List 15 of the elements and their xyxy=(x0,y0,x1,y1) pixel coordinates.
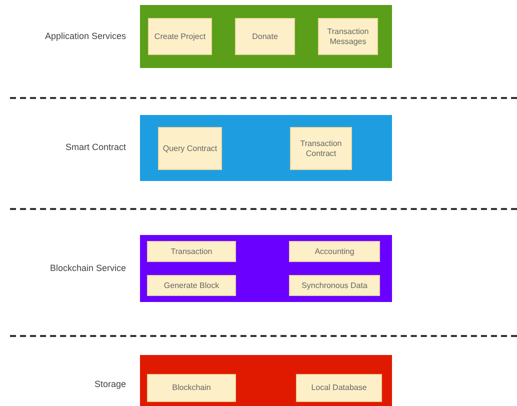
component-box: Accounting xyxy=(289,241,380,262)
component-box: Generate Block xyxy=(147,275,236,296)
layer-label: Smart Contract xyxy=(65,142,126,152)
layer-label: Blockchain Service xyxy=(50,262,126,272)
component-box: Donate xyxy=(235,18,295,55)
layer-label: Application Services xyxy=(44,30,126,40)
component-box: Transaction Messages xyxy=(318,18,378,55)
component-box: Blockchain xyxy=(147,374,236,402)
component-box: Local Database xyxy=(296,374,382,402)
component-box: Create Project xyxy=(148,18,212,55)
component-box: Transaction Contract xyxy=(290,127,352,170)
component-box: Query Contract xyxy=(158,127,222,170)
layer-label: Storage xyxy=(94,379,126,389)
component-box: Synchronous Data xyxy=(289,275,380,296)
component-box: Transaction xyxy=(147,241,236,262)
